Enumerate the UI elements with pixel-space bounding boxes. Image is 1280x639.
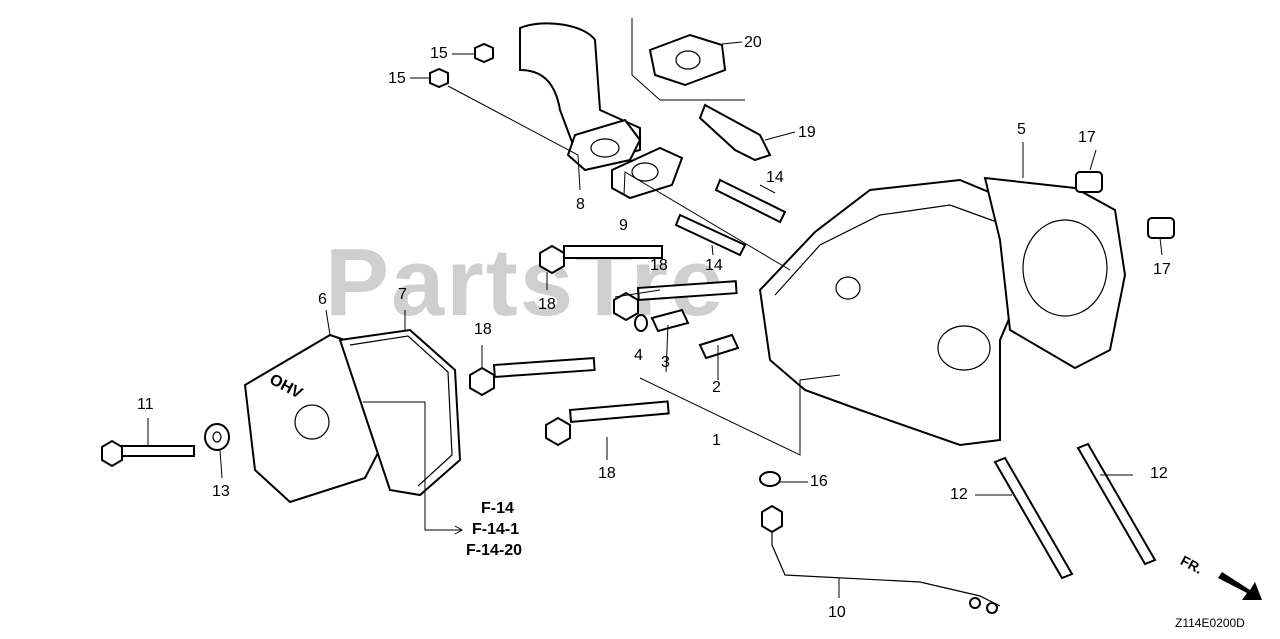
callout-15-upper: 15 — [430, 45, 448, 62]
callout-5: 5 — [1017, 121, 1026, 138]
callout-6: 6 — [318, 291, 327, 308]
head-cover-gasket — [338, 328, 462, 497]
callout-20: 20 — [744, 34, 762, 51]
reference-page-1: F-14 — [481, 500, 514, 517]
callout-13: 13 — [212, 483, 230, 500]
front-direction-arrow — [1218, 572, 1262, 600]
stud-12-left — [993, 456, 1074, 580]
callout-17-upper: 17 — [1078, 129, 1096, 146]
callout-18-left: 18 — [538, 296, 556, 313]
callout-9: 9 — [619, 217, 628, 234]
reference-page-2: F-14-1 — [472, 521, 520, 538]
callout-2: 2 — [712, 379, 721, 396]
stud-bolt-lower — [674, 213, 747, 257]
reference-page-3: F-14-20 — [466, 542, 523, 559]
flange-bolt-11 — [101, 439, 195, 468]
flange-nut-upper — [474, 42, 494, 64]
exhaust-elbow — [519, 22, 642, 172]
bolt-18-d — [545, 400, 670, 447]
callout-4: 4 — [634, 347, 643, 364]
leader-lines — [147, 41, 1163, 598]
callout-7: 7 — [398, 286, 407, 303]
washer-13 — [204, 423, 230, 451]
callout-17-lower: 17 — [1153, 261, 1171, 278]
washer-16 — [759, 471, 781, 487]
bolt-18-c — [469, 356, 596, 397]
callout-18-upper: 18 — [650, 257, 668, 274]
dowel-pin-4 — [634, 314, 648, 332]
spark-plug — [698, 103, 772, 162]
dowel-17-upper — [1075, 171, 1103, 193]
diagram-code: Z114E0200D — [1175, 616, 1245, 630]
exhaust-gasket — [611, 146, 684, 200]
callout-16: 16 — [810, 473, 828, 490]
gasket-bracket — [631, 18, 745, 101]
callout-12-right: 12 — [1150, 465, 1168, 482]
callout-3: 3 — [661, 354, 670, 371]
dowel-pin-2 — [698, 333, 740, 360]
callout-14-upper: 14 — [766, 169, 784, 186]
dowel-17-lower — [1147, 217, 1175, 239]
callout-18-lower: 18 — [598, 465, 616, 482]
callout-18-mid: 18 — [474, 321, 492, 338]
sensor-wire — [761, 504, 1001, 614]
bolt-18-b — [613, 280, 738, 322]
callout-14-lower: 14 — [705, 257, 723, 274]
callout-8: 8 — [576, 196, 585, 213]
callout-15-lower: 15 — [388, 70, 406, 87]
cylinder-head — [758, 178, 1032, 447]
flange-nut-lower — [429, 67, 449, 89]
stud-bolt-upper — [714, 178, 787, 224]
cylinder-head-gasket — [983, 176, 1127, 370]
dowel-pin-3 — [650, 308, 690, 333]
bolt-18-a — [539, 244, 663, 275]
callout-19: 19 — [798, 124, 816, 141]
callout-1: 1 — [712, 432, 721, 449]
callout-10: 10 — [828, 604, 846, 621]
callout-11: 11 — [137, 396, 154, 413]
stud-12-right — [1076, 442, 1157, 566]
callout-12-left: 12 — [950, 486, 968, 503]
